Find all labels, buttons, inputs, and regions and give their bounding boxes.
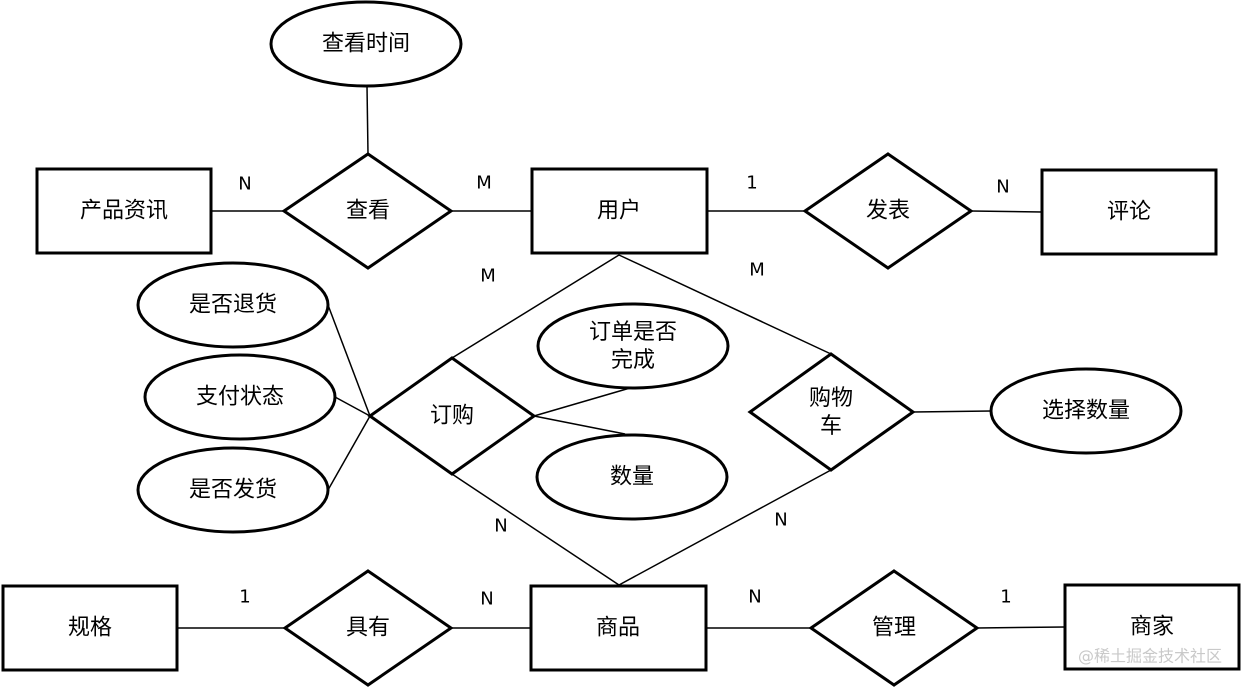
attribute-returned: 是否退货 (136, 261, 330, 349)
edge-user-order (451, 254, 620, 359)
attribute-quantity-label: 数量 (610, 465, 654, 490)
entity-user: 用户 (530, 167, 709, 255)
cardinality-product-info-view: N (238, 174, 251, 195)
relationship-publish: 发表 (802, 152, 974, 270)
edges (177, 85, 1066, 629)
attribute-select-quantity-label: 选择数量 (1042, 399, 1130, 424)
edge-publish-comment (970, 210, 1043, 213)
attribute-view-time-label: 查看时间 (322, 32, 410, 57)
attribute-order-complete-label: 订单是否完成 (589, 320, 677, 373)
entity-goods: 商品 (529, 584, 708, 672)
relationship-publish-label: 发表 (866, 199, 910, 224)
attribute-quantity: 数量 (535, 433, 729, 521)
edge-returned-order (327, 304, 371, 417)
cardinality-user-order: M (480, 266, 496, 287)
entity-merchant-label: 商家 (1130, 615, 1174, 640)
edge-order-goods (451, 473, 620, 586)
edge-order-complete-order (533, 387, 631, 417)
relationship-view-label: 查看 (346, 199, 390, 224)
watermark: @稀土掘金技术社区 (1078, 647, 1222, 666)
edge-pay-status-order (334, 396, 371, 417)
attribute-order-complete: 订单是否完成 (536, 302, 730, 390)
attribute-select-quantity: 选择数量 (989, 367, 1183, 455)
attribute-shipped: 是否发货 (136, 446, 330, 534)
cardinality-manage-merchant: 1 (1000, 587, 1011, 608)
attribute-view-time: 查看时间 (269, 0, 463, 88)
cardinality-user-cart: M (749, 260, 765, 281)
cardinality-have-goods: N (480, 589, 493, 610)
edge-cart-goods (618, 469, 832, 586)
cardinality-user-publish: 1 (746, 173, 757, 194)
relationship-have: 具有 (282, 569, 454, 687)
entity-product-info: 产品资讯 (35, 167, 213, 255)
attribute-shipped-label: 是否发货 (189, 478, 277, 503)
relationship-manage: 管理 (808, 569, 980, 687)
cardinality-goods-manage: N (748, 587, 761, 608)
cardinality-view-user: M (476, 173, 492, 194)
edge-cart-select-quantity (912, 410, 992, 413)
entity-merchant: 商家 (1063, 583, 1241, 671)
edge-shipped-order (327, 415, 371, 491)
cardinality-publish-comment: N (996, 177, 1009, 198)
edge-user-cart (618, 254, 832, 355)
relationship-view: 查看 (281, 152, 454, 270)
entity-goods-label: 商品 (596, 616, 640, 641)
entity-comment: 评论 (1040, 168, 1218, 256)
edge-view-time-view (366, 85, 369, 155)
entity-user-label: 用户 (597, 199, 641, 224)
cardinalities: N M 1 N M M N N 1 N N 1 (238, 173, 1011, 610)
relationship-manage-label: 管理 (872, 616, 916, 641)
cardinality-spec-have: 1 (239, 587, 250, 608)
cardinality-cart-goods: N (774, 510, 787, 531)
entity-comment-label: 评论 (1107, 200, 1151, 225)
cardinality-order-goods: N (494, 516, 507, 537)
attribute-pay-status-label: 支付状态 (196, 385, 284, 410)
entity-spec: 规格 (1, 584, 179, 672)
edge-order-quantity (533, 415, 626, 435)
edge-manage-merchant (976, 626, 1066, 629)
entity-spec-label: 规格 (68, 616, 112, 641)
attribute-pay-status: 支付状态 (143, 353, 337, 441)
attribute-returned-label: 是否退货 (189, 293, 277, 318)
relationship-order-label: 订购 (430, 404, 474, 429)
entity-product-info-label: 产品资讯 (80, 199, 168, 224)
relationship-order: 订购 (367, 356, 537, 476)
relationship-cart: 购物车 (747, 352, 916, 472)
relationship-have-label: 具有 (346, 616, 390, 641)
relationship-cart-label: 购物车 (809, 386, 853, 439)
